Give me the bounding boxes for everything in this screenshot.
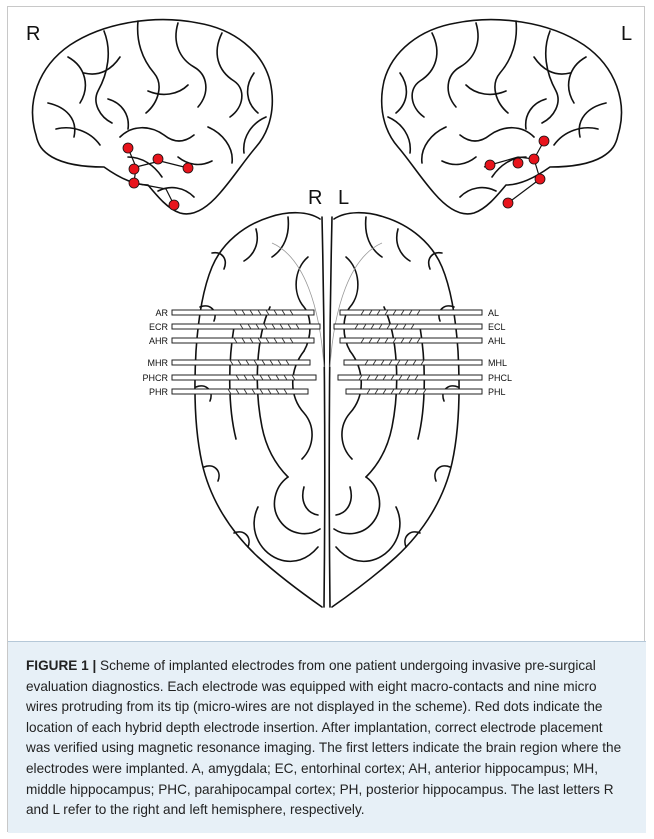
electrode-label-ahl: AHL xyxy=(488,336,506,346)
axial-brain-section xyxy=(195,213,459,607)
lateral-brain-left xyxy=(382,20,622,214)
electrode-shaft-phl xyxy=(346,389,482,394)
electrode-dot xyxy=(129,178,139,188)
electrode-label-mhl: MHL xyxy=(488,358,507,368)
right-electrode-dots xyxy=(123,143,193,210)
electrode-dot xyxy=(169,200,179,210)
electrode-labels-left: AL ECL AHL MHL PHCL PHL xyxy=(488,308,512,397)
electrode-label-phcl: PHCL xyxy=(488,373,512,383)
electrode-shaft-phr xyxy=(172,389,308,394)
electrode-dot xyxy=(153,154,163,164)
electrode-shafts xyxy=(172,310,482,394)
electrode-dot xyxy=(539,136,549,146)
axial-right-label: R xyxy=(308,187,322,210)
electrode-label-ahr: AHR xyxy=(149,336,169,346)
axial-shading xyxy=(272,243,382,367)
electrode-label-al: AL xyxy=(488,308,499,318)
electrode-dot xyxy=(535,174,545,184)
electrode-dot xyxy=(513,158,523,168)
axial-left-label: L xyxy=(338,187,349,210)
electrode-label-phcr: PHCR xyxy=(142,373,168,383)
electrode-dot xyxy=(503,198,513,208)
figure-frame: R L R L xyxy=(7,6,645,832)
electrode-dot xyxy=(485,160,495,170)
electrode-label-ecl: ECL xyxy=(488,322,506,332)
electrode-label-ar: AR xyxy=(155,308,168,318)
electrode-label-phl: PHL xyxy=(488,387,506,397)
electrode-dot xyxy=(183,163,193,173)
electrode-dot xyxy=(123,143,133,153)
figure-illustration: R L R L xyxy=(8,7,646,635)
electrode-dot xyxy=(129,164,139,174)
right-hemisphere-label: R xyxy=(26,23,40,46)
lateral-brain-left-lines xyxy=(484,141,544,203)
caption-text: Scheme of implanted electrodes from one … xyxy=(26,658,621,817)
electrode-label-ecr: ECR xyxy=(149,322,169,332)
lateral-brain-right xyxy=(33,20,273,214)
electrode-labels-right: AR ECR AHR MHR PHCR PHR xyxy=(142,308,168,397)
figure-label: FIGURE 1 | xyxy=(26,658,96,673)
electrode-label-phr: PHR xyxy=(149,387,169,397)
figure-caption: FIGURE 1 | Scheme of implanted electrode… xyxy=(26,656,628,821)
left-hemisphere-label: L xyxy=(621,23,632,46)
electrode-dot xyxy=(529,154,539,164)
caption-box: FIGURE 1 | Scheme of implanted electrode… xyxy=(8,641,646,833)
electrode-label-mhr: MHR xyxy=(148,358,169,368)
